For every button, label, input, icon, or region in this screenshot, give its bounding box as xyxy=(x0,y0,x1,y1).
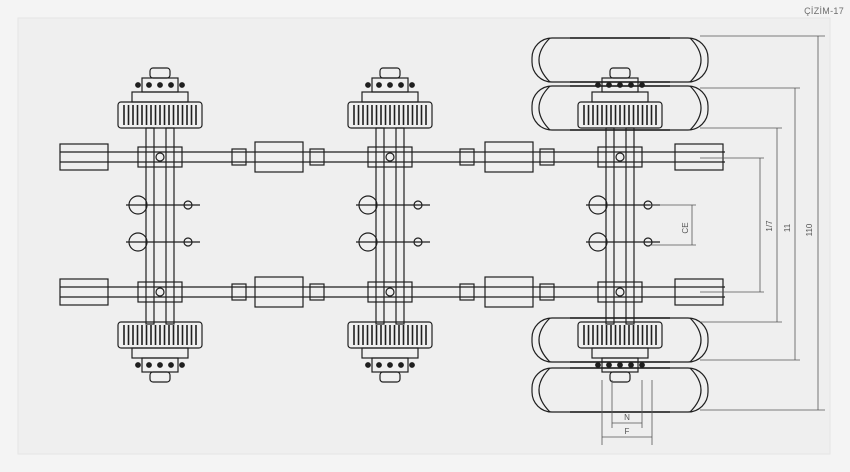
dimension-label-overall: 110 xyxy=(805,223,814,236)
dimension-lines xyxy=(601,35,825,445)
hanger-bracket xyxy=(137,146,183,168)
coupling xyxy=(309,283,325,301)
dimension-label-spring: CE xyxy=(681,222,690,233)
equalizer-block xyxy=(254,276,304,308)
equalizer-block xyxy=(254,141,304,173)
drawing-caption: ÇİZİM-17 xyxy=(804,6,844,16)
coupling xyxy=(231,148,247,166)
coupling xyxy=(231,283,247,301)
hanger-bracket xyxy=(137,281,183,303)
coupling xyxy=(459,283,475,301)
equalizer-block xyxy=(484,141,534,173)
coupling xyxy=(539,283,555,301)
hanger-bracket xyxy=(367,281,413,303)
coupling xyxy=(309,148,325,166)
equalizer-block xyxy=(484,276,534,308)
beam-end-block xyxy=(674,143,724,171)
beam-end-block xyxy=(59,278,109,306)
coupling xyxy=(459,148,475,166)
beam-end-block xyxy=(59,143,109,171)
coupling xyxy=(539,148,555,166)
dimension-label-hub: 1/7 xyxy=(765,220,774,232)
dimension-label-outer: F xyxy=(625,427,630,436)
dimension-label-inner: N xyxy=(624,413,630,422)
dimension-label-track: 11 xyxy=(783,223,792,232)
hanger-bracket xyxy=(597,146,643,168)
hanger-bracket xyxy=(367,146,413,168)
hanger-bracket xyxy=(597,281,643,303)
